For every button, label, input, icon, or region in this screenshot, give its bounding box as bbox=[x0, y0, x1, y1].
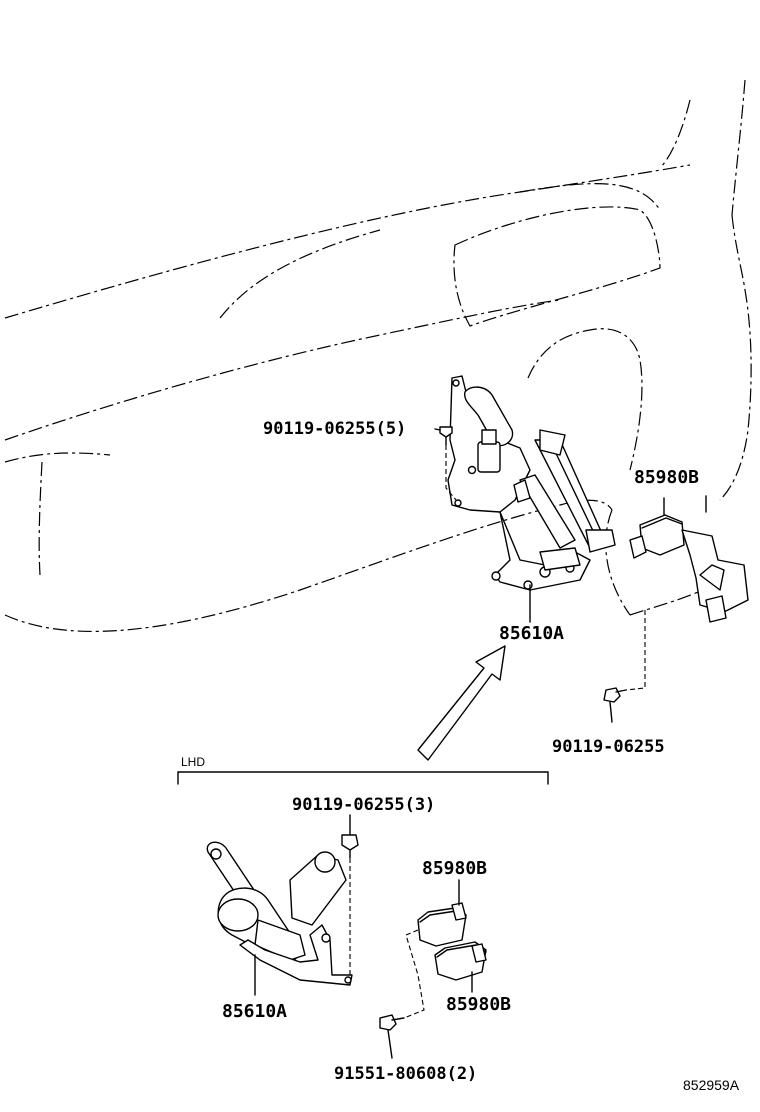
label-bolt-bottom: 91551-80608(2) bbox=[334, 1064, 477, 1084]
label-relay-lhd-1: 85980B bbox=[422, 858, 487, 879]
bolt-top bbox=[434, 426, 457, 501]
relay-lhd-2 bbox=[434, 941, 487, 993]
label-relay-lhd-2: 85980B bbox=[446, 994, 511, 1015]
label-bolt-mid: 90119-06255 bbox=[552, 737, 665, 757]
label-bolt-top: 90119-06255(5) bbox=[263, 419, 406, 439]
bolt-lhd bbox=[341, 814, 359, 975]
diagram-code: 852959A bbox=[683, 1077, 740, 1093]
label-bolt-lhd: 90119-06255(3) bbox=[292, 795, 435, 815]
label-relay-top: 85980B bbox=[634, 467, 699, 488]
height-sensor-assembly-lhd bbox=[206, 841, 353, 996]
bolt-bottom bbox=[379, 929, 425, 1059]
bolt-mid bbox=[603, 610, 646, 723]
vehicle-body-outline bbox=[4, 79, 752, 632]
lhd-bracket bbox=[177, 771, 549, 785]
relay-lhd-1 bbox=[417, 879, 467, 947]
label-sensor-lhd: 85610A bbox=[222, 1001, 287, 1022]
view-arrow bbox=[417, 645, 506, 761]
relay-top bbox=[629, 495, 749, 623]
height-sensor-assembly-top bbox=[447, 375, 616, 623]
label-sensor-top: 85610A bbox=[499, 623, 564, 644]
label-lhd: LHD bbox=[181, 755, 205, 769]
